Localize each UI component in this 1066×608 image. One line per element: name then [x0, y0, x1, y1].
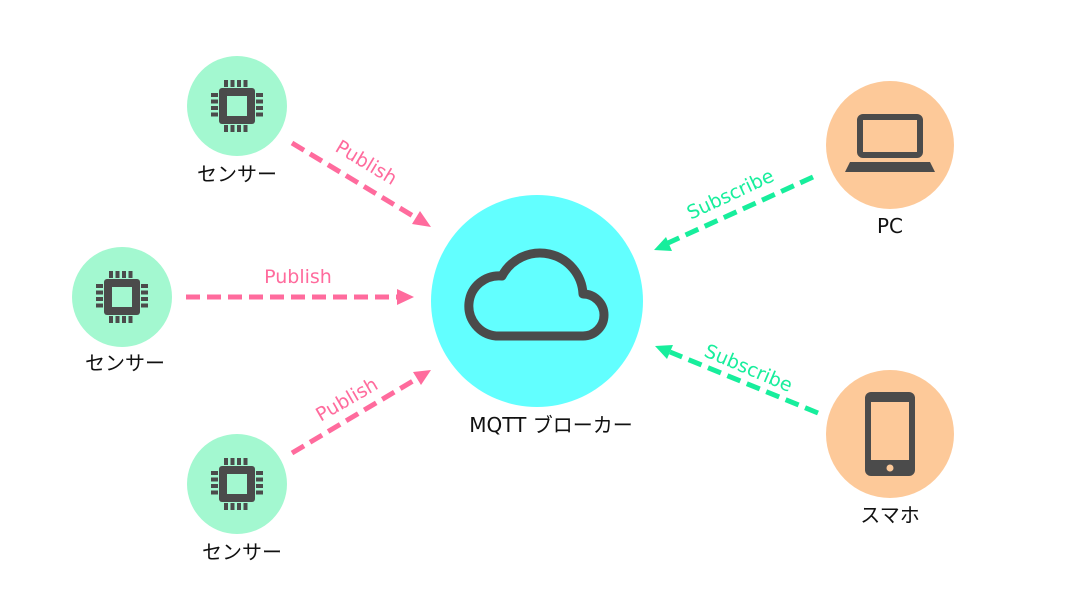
- laptop-icon: [845, 114, 935, 172]
- publish-arrow-top: [290, 140, 431, 227]
- broker-node: [431, 195, 643, 407]
- smartphone-icon: [865, 392, 915, 476]
- sensor-node: [187, 434, 287, 534]
- pc-label: PC: [877, 214, 903, 238]
- publish-label: Publish: [264, 266, 332, 288]
- cloud-icon: [464, 248, 609, 341]
- smartphone-label: スマホ: [860, 503, 919, 527]
- sensor-node: [72, 247, 172, 347]
- sensor-label: センサー: [85, 351, 165, 375]
- sensor-label: センサー: [197, 162, 277, 186]
- broker-label: MQTT ブローカー: [469, 413, 632, 437]
- publish-arrow-bottom: [290, 370, 431, 456]
- sensor-node: [187, 56, 287, 156]
- subscribe-arrow-pc: [654, 174, 815, 251]
- publish-label: Publish: [331, 136, 400, 190]
- smartphone-node: [826, 370, 954, 498]
- pc-node: [826, 81, 954, 209]
- publish-arrow-middle: [186, 289, 414, 305]
- subscribe-arrow-smartphone: [655, 345, 819, 416]
- sensor-label: センサー: [202, 540, 282, 564]
